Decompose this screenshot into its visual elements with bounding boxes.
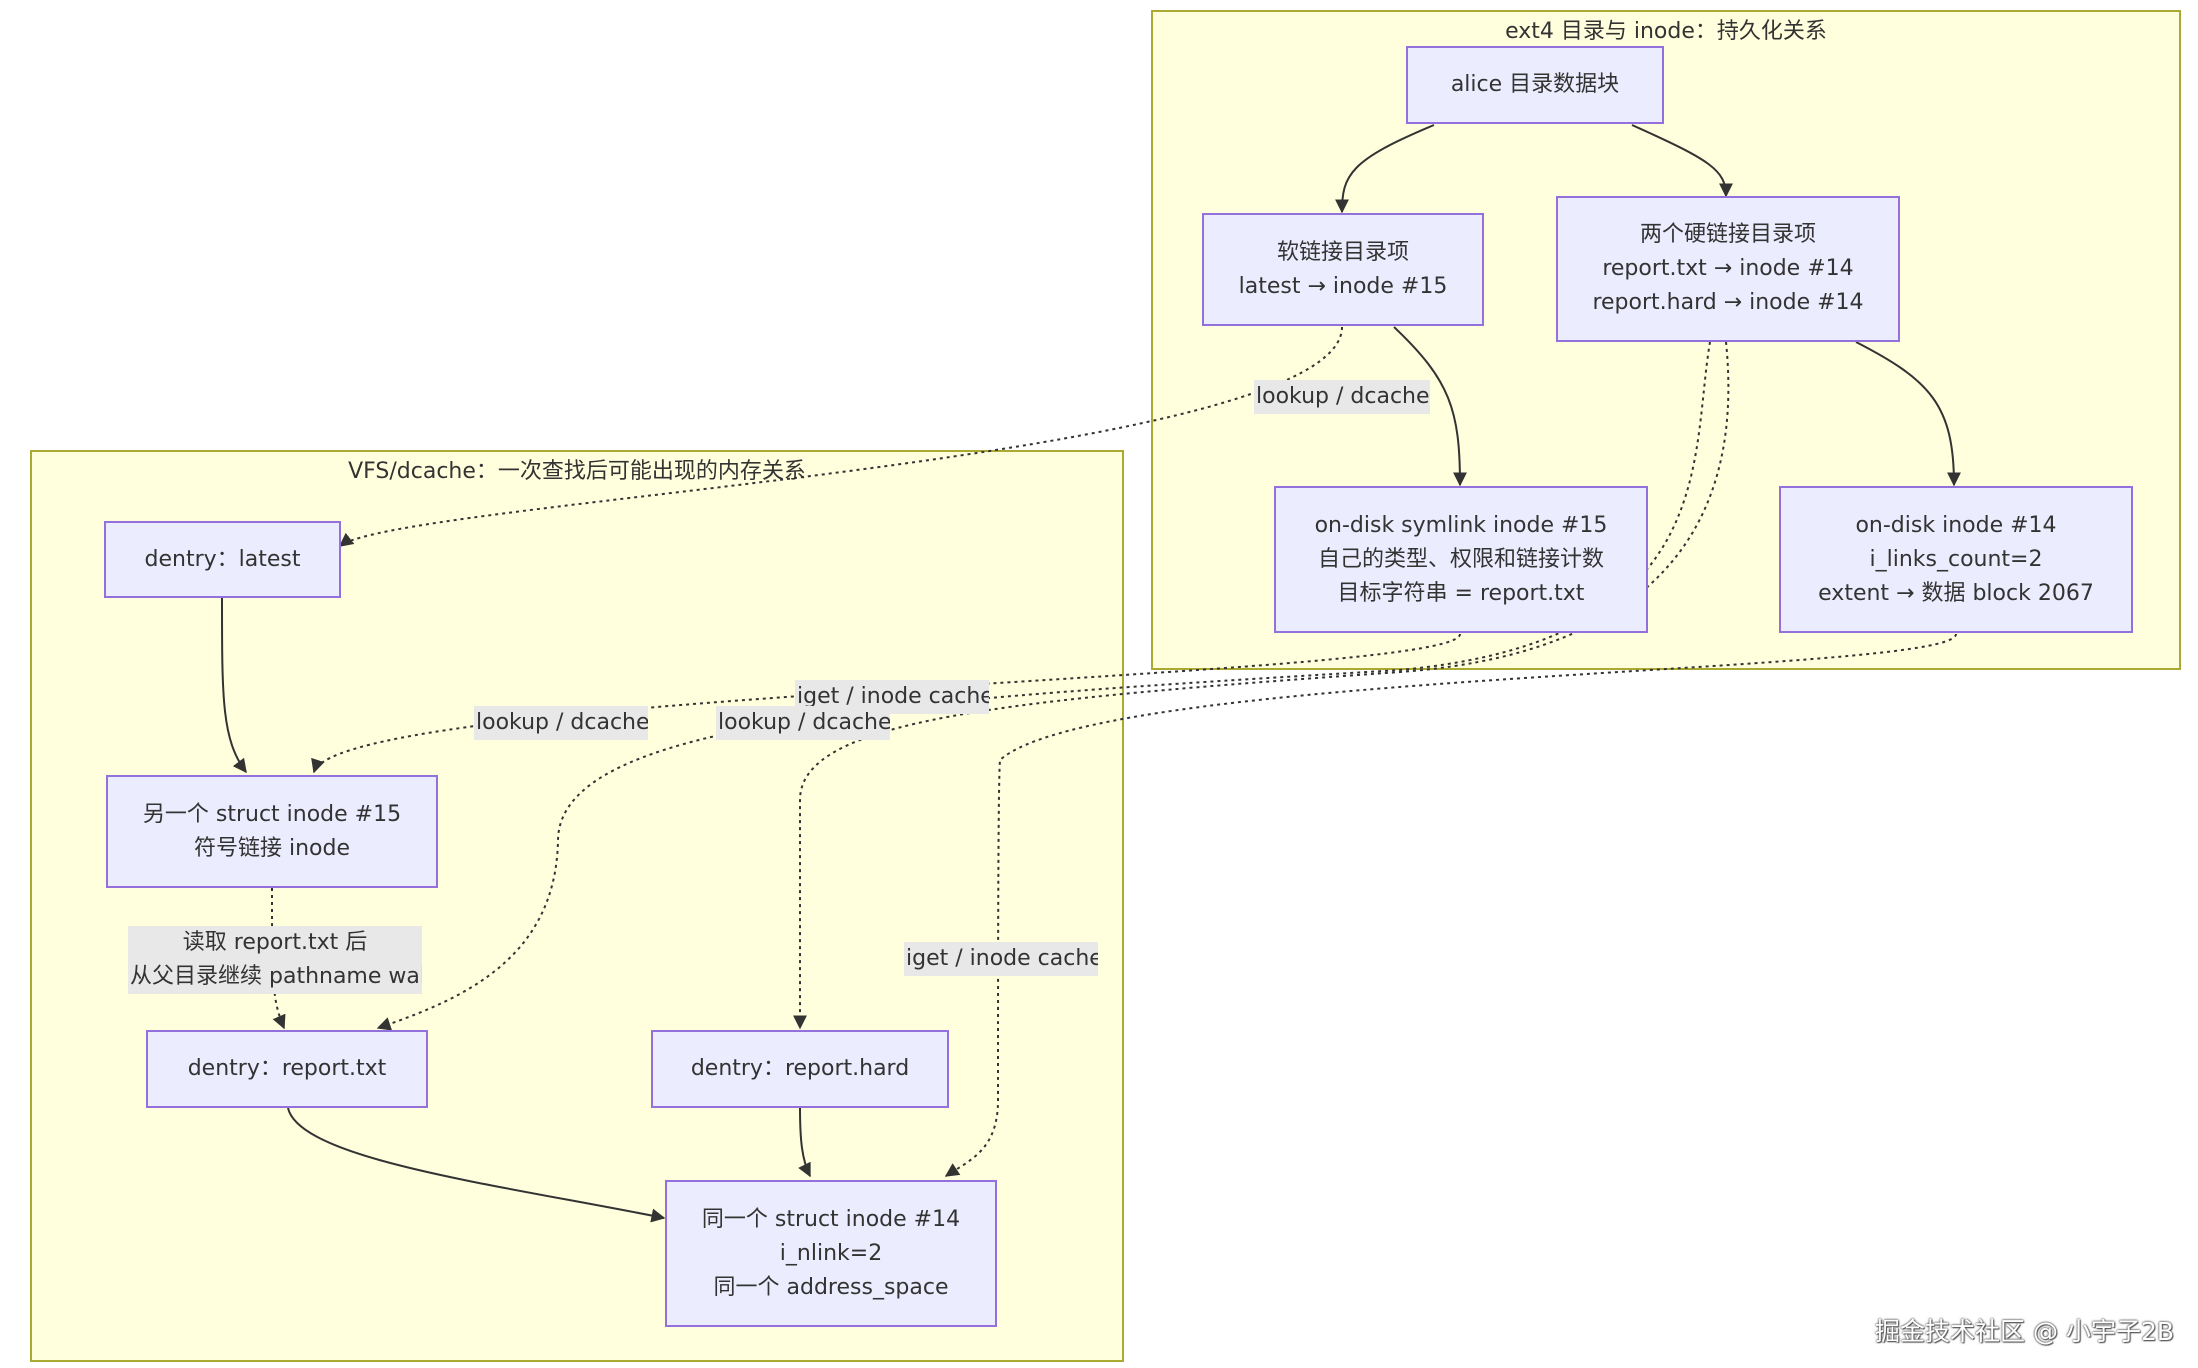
edge-lookup-latest	[338, 326, 1343, 547]
edge-hardlink-entries-to-ondisk-inode14	[1855, 341, 1961, 487]
edge-label-follow-link-line-2: 从父目录继续 pathname walk	[130, 964, 422, 989]
edge-symlink-entry-to-ondisk-symlink	[1393, 326, 1467, 487]
edge-label-lookup-hard: lookup / dcache	[716, 706, 890, 740]
edge-lookup-hard	[793, 341, 1730, 1030]
edge-label-lookup-report: lookup / dcache	[474, 706, 648, 740]
node-dentry-latest: dentry：latest	[104, 521, 341, 598]
edge-dentry-hard-to-struct-inode14	[798, 1107, 811, 1178]
watermark: 掘金技术社区 @ 小宇子2B	[1875, 1317, 2174, 1346]
edge-alice-to-hardlink-entries	[1631, 124, 1733, 198]
node-struct-inode-15: 另一个 struct inode #15 符号链接 inode	[106, 775, 438, 888]
edge-dentry-report-to-struct-inode14	[287, 1107, 666, 1223]
node-dentry-report-txt: dentry：report.txt	[146, 1030, 428, 1108]
edge-label-follow-link: 读取 report.txt 后 从父目录继续 pathname walk	[128, 926, 422, 994]
edge-label-iget-inode14: iget / inode cache	[904, 942, 1098, 976]
cluster-title-ext4: ext4 目录与 inode：持久化关系	[1505, 19, 1827, 44]
node-alice-directory-block: alice 目录数据块	[1406, 46, 1664, 124]
node-symlink-dir-entry: 软链接目录项 latest → inode #15	[1202, 213, 1484, 326]
node-ondisk-inode-14: on-disk inode #14 i_links_count=2 extent…	[1779, 486, 2133, 633]
edge-alice-to-symlink-entry	[1335, 124, 1435, 214]
edge-label-lookup-latest: lookup / dcache	[1254, 380, 1430, 414]
cluster-title-vfs: VFS/dcache：一次查找后可能出现的内存关系	[348, 459, 806, 484]
edge-iget-inode14	[944, 633, 1957, 1177]
edge-lookup-report	[376, 341, 1711, 1031]
edge-dentry-latest-to-struct-inode15	[221, 597, 247, 774]
node-struct-inode-14: 同一个 struct inode #14 i_nlink=2 同一个 addre…	[665, 1180, 997, 1327]
edge-label-follow-link-line-1: 读取 report.txt 后	[182, 930, 368, 955]
node-ondisk-symlink-inode: on-disk symlink inode #15 自己的类型、权限和链接计数 …	[1274, 486, 1648, 633]
node-hardlink-dir-entries: 两个硬链接目录项 report.txt → inode #14 report.h…	[1556, 196, 1900, 342]
node-dentry-report-hard: dentry：report.hard	[651, 1030, 949, 1108]
